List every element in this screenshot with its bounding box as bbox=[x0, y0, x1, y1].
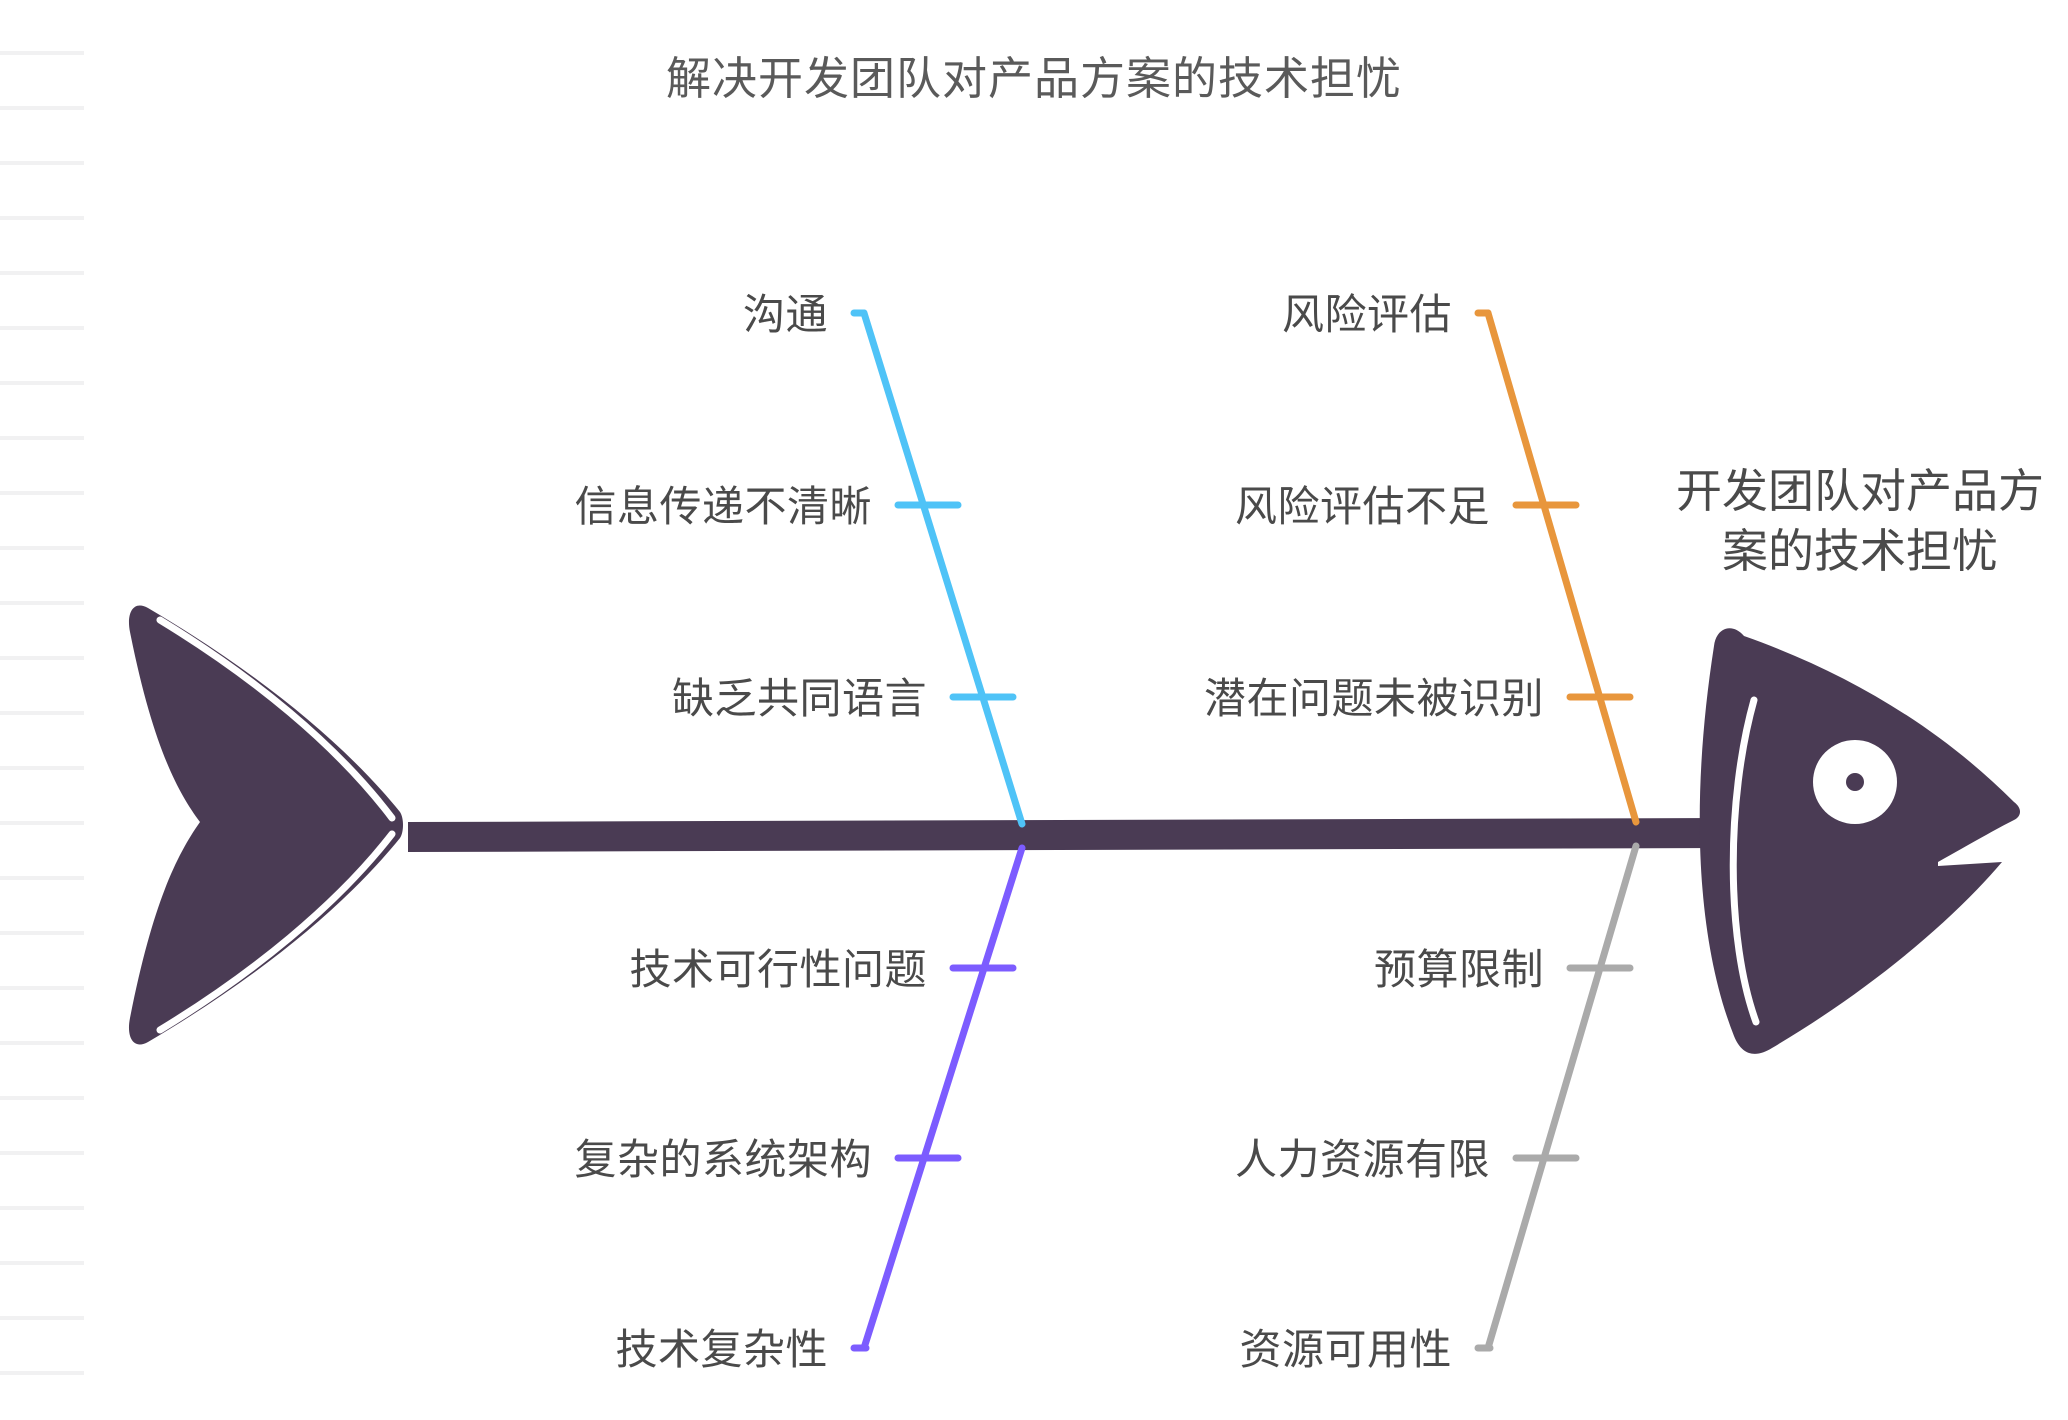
cause-label-insufficient-risk-assessment: 风险评估不足 bbox=[1234, 483, 1490, 530]
category-label-technical-complexity: 技术复杂性 bbox=[615, 1326, 828, 1373]
cause-label-lack-of-common-language: 缺乏共同语言 bbox=[671, 675, 927, 722]
branch-risk-rib bbox=[1484, 309, 1640, 826]
fish-tail-group bbox=[128, 605, 403, 1045]
effect-label: 开发团队对产品方 案的技术担忧 bbox=[1650, 462, 2068, 582]
cause-label-technical-feasibility-issue: 技术可行性问题 bbox=[629, 946, 927, 993]
fish-tail-inner-line-lower bbox=[156, 830, 396, 1034]
branch-risk bbox=[1474, 309, 1640, 826]
effect-label-line-2: 案的技术担忧 bbox=[1722, 524, 1998, 577]
branch-resources-rib bbox=[1484, 842, 1640, 1352]
cause-label-complex-system-architecture: 复杂的系统架构 bbox=[574, 1136, 872, 1183]
branch-technical-complexity-rib bbox=[860, 844, 1026, 1352]
category-label-resource-availability: 资源可用性 bbox=[1239, 1326, 1452, 1373]
fish-tail bbox=[128, 605, 403, 1045]
cause-label-budget-constraint: 预算限制 bbox=[1373, 946, 1544, 993]
spine-backbone bbox=[408, 818, 1722, 852]
cause-label-unidentified-potential-issues: 潜在问题未被识别 bbox=[1203, 675, 1544, 722]
branch-resources bbox=[1474, 842, 1640, 1352]
category-label-risk-assessment: 风险评估 bbox=[1281, 291, 1452, 338]
branch-technical-complexity bbox=[850, 844, 1026, 1352]
fish-pupil bbox=[1846, 773, 1864, 791]
spine-group bbox=[408, 818, 1722, 852]
cause-label-unclear-information-transfer: 信息传递不清晰 bbox=[574, 483, 872, 530]
fish-head-group bbox=[1699, 628, 2020, 1054]
branch-communication-rib bbox=[860, 309, 1026, 828]
fish-tail-inner-line-upper bbox=[156, 616, 396, 822]
branch-communication bbox=[850, 309, 1026, 828]
effect-label-line-1: 开发团队对产品方 bbox=[1676, 465, 2044, 517]
page-title: 解决开发团队对产品方案的技术担忧 bbox=[665, 53, 1402, 104]
fish-head-gill-line bbox=[1729, 696, 1760, 1026]
category-label-communication: 沟通 bbox=[742, 291, 828, 338]
fish-head bbox=[1699, 628, 2020, 1054]
cause-label-limited-human-resources: 人力资源有限 bbox=[1234, 1136, 1490, 1183]
